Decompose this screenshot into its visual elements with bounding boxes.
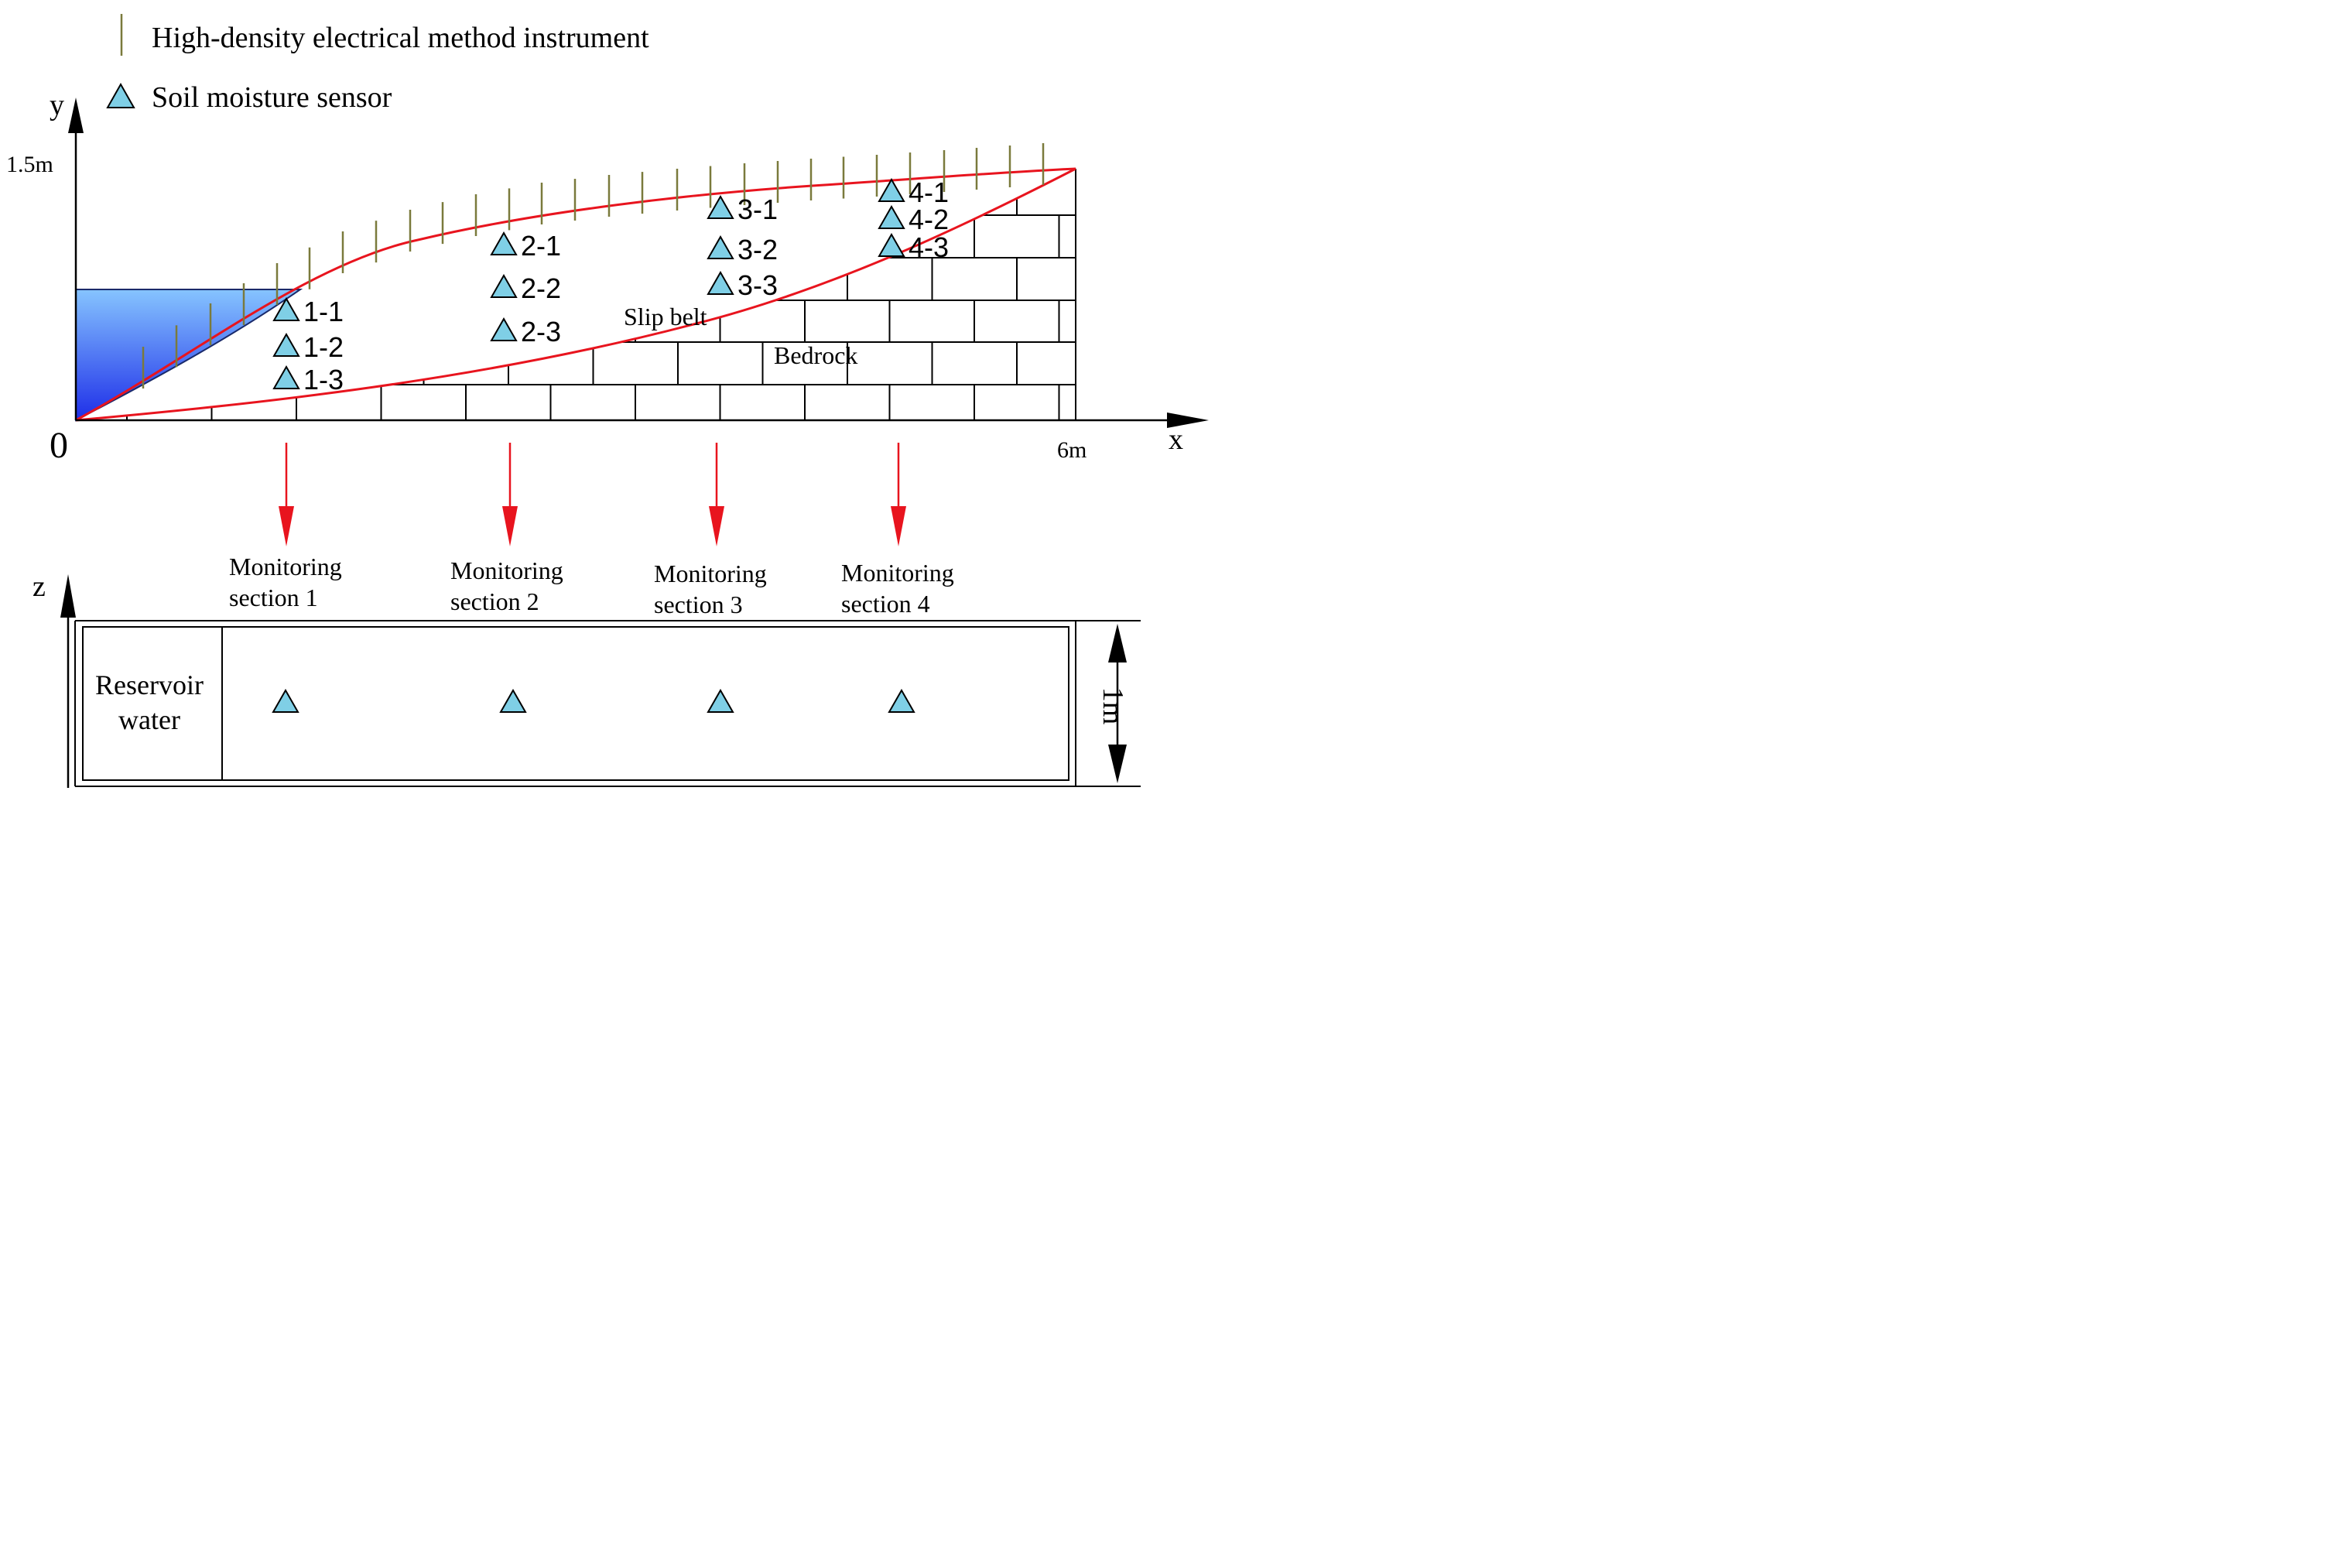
section-arrows — [279, 443, 906, 546]
x-axis-arrow — [1167, 413, 1209, 428]
sensor-label-1-1: 1-1 — [303, 296, 344, 327]
sensor-label-2-2: 2-2 — [521, 272, 561, 304]
x-axis-name: x — [1169, 423, 1183, 456]
section-1-label-line2: section 1 — [229, 584, 318, 611]
section-2-label-line2: section 2 — [450, 587, 539, 615]
width-arrow-bottom — [1108, 745, 1127, 783]
plan-sensors — [272, 688, 915, 713]
slip-belt-label: Slip belt — [624, 303, 707, 330]
slope-model-diagram: High-density electrical method instrumen… — [0, 0, 1213, 801]
section-1-label-line1: Monitoring — [229, 553, 342, 580]
section-3-label-line1: Monitoring — [654, 560, 767, 587]
reservoir-label-line1: Reservoir — [95, 669, 204, 700]
plan-sensor-marker-2 — [499, 688, 527, 713]
width-arrow-top — [1108, 624, 1127, 662]
sensor-label-3-1: 3-1 — [737, 193, 778, 225]
sensor-label-3-3: 3-3 — [737, 269, 778, 301]
section-arrow-head-1 — [279, 506, 294, 546]
sensor-marker-1-1 — [272, 296, 300, 321]
section-4-label-line2: section 4 — [841, 590, 930, 618]
sensor-marker-1-2 — [272, 332, 300, 357]
sensor-label-1-2: 1-2 — [303, 331, 344, 363]
plan-inner-box — [82, 626, 1069, 781]
instrument-array — [142, 142, 1045, 389]
sensor-marker-3-2 — [707, 235, 734, 259]
sensor-marker-2-3 — [490, 317, 518, 341]
plan-sensor-marker-4 — [888, 688, 915, 713]
section-2-label-line1: Monitoring — [450, 556, 563, 584]
sensor-label-2-1: 2-1 — [521, 230, 561, 262]
legend-instrument-label: High-density electrical method instrumen… — [152, 22, 649, 54]
sensor-label-1-3: 1-3 — [303, 364, 344, 395]
sensor-marker-4-2 — [878, 204, 905, 229]
y-axis-arrow — [68, 98, 84, 133]
sensor-label-2-3: 2-3 — [521, 316, 561, 347]
width-label: 1m — [1097, 687, 1129, 725]
plan-sensor-marker-3 — [707, 688, 734, 713]
sensor-label-4-3: 4-3 — [909, 231, 949, 263]
sensor-marker-4-3 — [878, 232, 905, 257]
sensor-marker-2-2 — [490, 273, 518, 298]
x-max-label: 6m — [1057, 437, 1087, 463]
sensor-marker-1-3 — [272, 365, 300, 389]
section-arrow-head-3 — [709, 506, 724, 546]
reservoir-label-line2: water — [118, 704, 180, 735]
plan-sensor-marker-1 — [272, 688, 299, 713]
sensor-label-4-2: 4-2 — [909, 204, 949, 235]
z-axis-arrow — [60, 574, 76, 618]
sensor-legend-icon — [106, 82, 135, 108]
section-3-label-line2: section 3 — [654, 591, 743, 618]
z-axis-name: z — [33, 570, 46, 603]
sensor-marker-3-1 — [707, 194, 734, 219]
section-4-label-line1: Monitoring — [841, 559, 954, 587]
sensor-label-3-2: 3-2 — [737, 234, 778, 265]
y-max-label: 1.5m — [6, 152, 53, 177]
sensor-marker-3-3 — [707, 270, 734, 295]
origin-label: 0 — [50, 425, 68, 466]
legend: High-density electrical method instrumen… — [106, 14, 649, 114]
legend-sensor-label: Soil moisture sensor — [152, 81, 392, 114]
profile-sensors: 1-1 1-21-3 2-1 2-2 2-3 3-1 3-2 3-3 4-14-24-3 — [272, 176, 949, 395]
sensor-label-4-1: 4-1 — [909, 176, 949, 208]
slip-belt-curve — [75, 167, 1076, 422]
diagram-svg: High-density electrical method instrumen… — [6, 14, 1209, 788]
y-axis-name: y — [50, 89, 64, 122]
section-arrow-head-2 — [502, 506, 518, 546]
bedrock-label: Bedrock — [774, 341, 857, 369]
sensor-marker-2-1 — [490, 231, 518, 255]
profile-axes: y x 1.5m 6m 0 — [6, 89, 1209, 466]
sensor-marker-4-1 — [878, 177, 905, 202]
section-labels: Monitoring section 1 Monitoring section 2 Mo… — [229, 553, 954, 618]
section-arrow-head-4 — [891, 506, 906, 546]
plan-view: z Reservoir water 1m — [33, 570, 1141, 788]
